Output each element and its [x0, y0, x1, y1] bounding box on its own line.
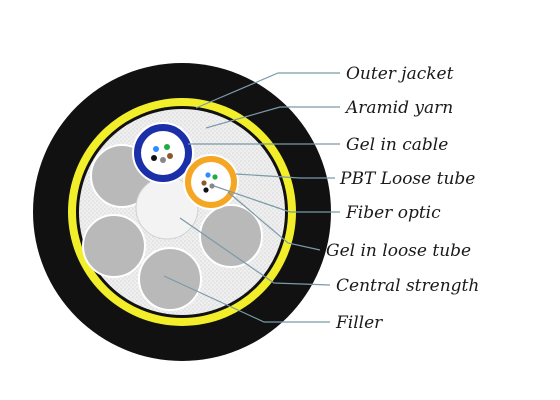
- leader-pbt-loose-tube: [235, 173, 335, 179]
- label-fiber-optic: Fiber optic: [345, 203, 441, 223]
- filler-left: [82, 214, 146, 278]
- leader-central-strength: [179, 217, 331, 286]
- fibers-blue-tube: [151, 144, 173, 163]
- fiber-orange-3: [201, 180, 207, 186]
- fiber-grey: [160, 157, 166, 163]
- label-filler: Filler: [335, 313, 383, 333]
- fiber-orange-1: [205, 172, 211, 178]
- leader-fiber-optic: [213, 185, 340, 213]
- leader-filler: [163, 275, 330, 323]
- label-gel-in-cable: Gel in cable: [346, 135, 448, 155]
- fiber-orange-5: [203, 187, 209, 193]
- fibers-orange-tube: [201, 172, 218, 193]
- label-outer-jacket: Outer jacket: [346, 64, 454, 84]
- loose-tube-blue-gel: [141, 131, 185, 175]
- fiber-brown: [167, 153, 173, 159]
- label-pbt-loose-tube: PBT Loose tube: [339, 169, 475, 189]
- fiber-blue: [153, 146, 159, 152]
- leader-aramid-yarn: [205, 106, 340, 129]
- leader-outer-jacket: [195, 72, 340, 109]
- fiber-black: [151, 155, 157, 161]
- loose-tube-orange-gel: [191, 162, 231, 202]
- leader-gel-in-loose-tube: [227, 191, 321, 251]
- label-gel-in-loose-tube: Gel in loose tube: [326, 241, 471, 261]
- label-central-strength: Central strength: [336, 276, 479, 296]
- label-aramid-yarn: Aramid yarn: [344, 98, 453, 118]
- filler-right: [199, 204, 263, 268]
- fiber-orange-4: [209, 183, 215, 189]
- fiber-orange-2: [212, 174, 218, 180]
- fiber-green: [164, 144, 170, 150]
